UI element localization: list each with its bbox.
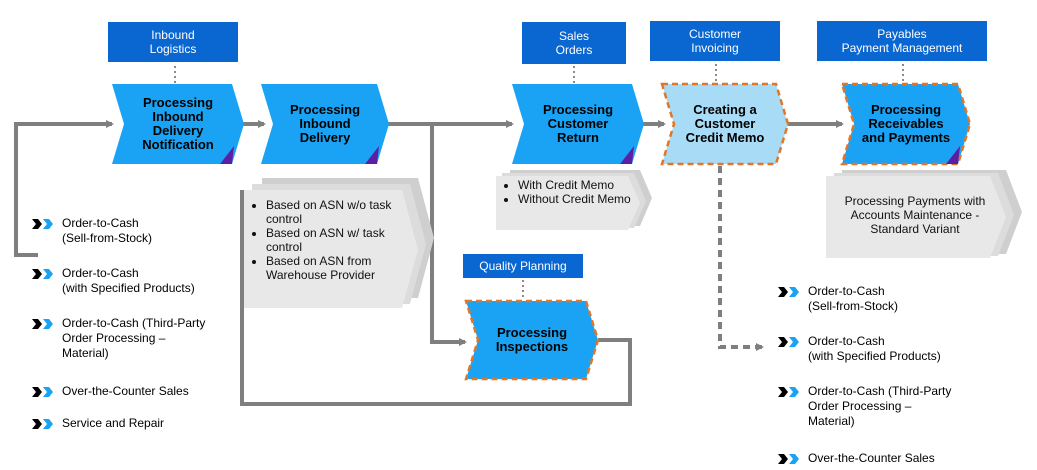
process-shape — [464, 299, 600, 381]
scenario-label: Service and Repair — [62, 416, 165, 430]
branch-to-inspections-line — [430, 124, 467, 346]
tag-payables-payment-management: Payables Payment Management — [817, 21, 987, 61]
note-shape — [826, 170, 1022, 258]
process-inbound-delivery-notification[interactable]: Processing Inbound Delivery Notification — [112, 84, 244, 164]
scenario-label: Order-to-Cash (Third-Party Order Process… — [62, 316, 206, 360]
process-customer-return[interactable]: Processing Customer Return — [512, 84, 644, 164]
scenario-link[interactable]: Order-to-Cash (Third-Party Order Process… — [778, 384, 951, 429]
process-shape — [660, 82, 790, 166]
process-label: Processing Customer Return — [542, 102, 614, 145]
process-label: Processing Inspections — [495, 325, 569, 354]
note-item: Based on ASN w/ task control — [266, 226, 404, 254]
process-label: Processing Inbound Delivery Notification — [142, 95, 214, 152]
tag-quality-planning: Quality Planning — [463, 254, 583, 278]
note-shape — [496, 170, 652, 230]
scenario-link[interactable]: Order-to-Cash (Sell-from-Stock) — [32, 216, 152, 246]
scenario-label: Over-the-Counter Sales — [808, 451, 935, 465]
process-create-customer-credit-memo[interactable]: Creating a Customer Credit Memo — [660, 82, 790, 166]
note-item: With Credit Memo — [518, 178, 636, 192]
note-inbound-delivery-variants: Based on ASN w/o task control Based on A… — [244, 178, 436, 308]
chevron-arrows-icon — [32, 319, 53, 329]
scenario-label: Over-the-Counter Sales — [62, 384, 189, 398]
tag-sales-orders: Sales Orders — [522, 22, 626, 64]
note-item: Without Credit Memo — [518, 192, 636, 206]
chevron-arrows-icon — [32, 419, 53, 429]
chevron-arrows-icon — [32, 387, 53, 397]
process-shape — [840, 82, 972, 166]
memo-dashed-line — [718, 166, 764, 351]
process-label: Creating a Customer Credit Memo — [685, 102, 765, 145]
scenario-link[interactable]: Order-to-Cash (with Specified Products) — [778, 334, 941, 364]
scenario-label: Order-to-Cash (with Specified Products) — [62, 266, 195, 295]
process-shape — [112, 84, 244, 164]
scenario-label: Order-to-Cash (Sell-from-Stock) — [808, 284, 899, 313]
tag-inbound-logistics: Inbound Logistics — [108, 22, 238, 62]
scenario-link[interactable]: Service and Repair — [32, 416, 164, 431]
scenario-link[interactable]: Order-to-Cash (Sell-from-Stock) — [778, 284, 898, 314]
scenario-label: Order-to-Cash (Sell-from-Stock) — [62, 216, 153, 245]
scenario-link[interactable]: Over-the-Counter Sales — [778, 451, 935, 466]
scenario-label: Order-to-Cash (with Specified Products) — [808, 334, 941, 363]
note-return-variants: With Credit Memo Without Credit Memo — [496, 170, 656, 230]
feedback-line — [14, 120, 114, 257]
chevron-arrows-icon — [778, 454, 799, 464]
process-shape — [261, 84, 389, 164]
process-inbound-delivery[interactable]: Processing Inbound Delivery — [261, 84, 389, 164]
tag-customer-invoicing: Customer Invoicing — [650, 21, 780, 61]
note-shape — [244, 178, 434, 308]
process-label: Processing Inbound Delivery — [289, 102, 361, 145]
chevron-arrows-icon — [32, 269, 53, 279]
chevron-arrows-icon — [778, 287, 799, 297]
note-payments: Processing Payments with Accounts Mainte… — [826, 170, 1026, 258]
note-item: Based on ASN w/o task control — [266, 198, 404, 226]
process-shape — [512, 84, 644, 164]
note-text: Processing Payments with Accounts Mainte… — [844, 194, 986, 236]
chevron-arrows-icon — [778, 387, 799, 397]
process-inspections[interactable]: Processing Inspections — [464, 299, 600, 381]
scenario-link[interactable]: Order-to-Cash (with Specified Products) — [32, 266, 195, 296]
process-receivables-and-payments[interactable]: Processing Receivables and Payments — [840, 82, 972, 166]
process-label: Processing Receivables and Payments — [861, 102, 951, 145]
chevron-arrows-icon — [32, 219, 53, 229]
bottom-loop-line — [240, 190, 632, 406]
scenario-link[interactable]: Order-to-Cash (Third-Party Order Process… — [32, 316, 205, 361]
scenario-label: Order-to-Cash (Third-Party Order Process… — [808, 384, 952, 428]
chevron-arrows-icon — [778, 337, 799, 347]
scenario-link[interactable]: Over-the-Counter Sales — [32, 384, 189, 399]
note-item: Based on ASN from Warehouse Provider — [266, 254, 404, 282]
